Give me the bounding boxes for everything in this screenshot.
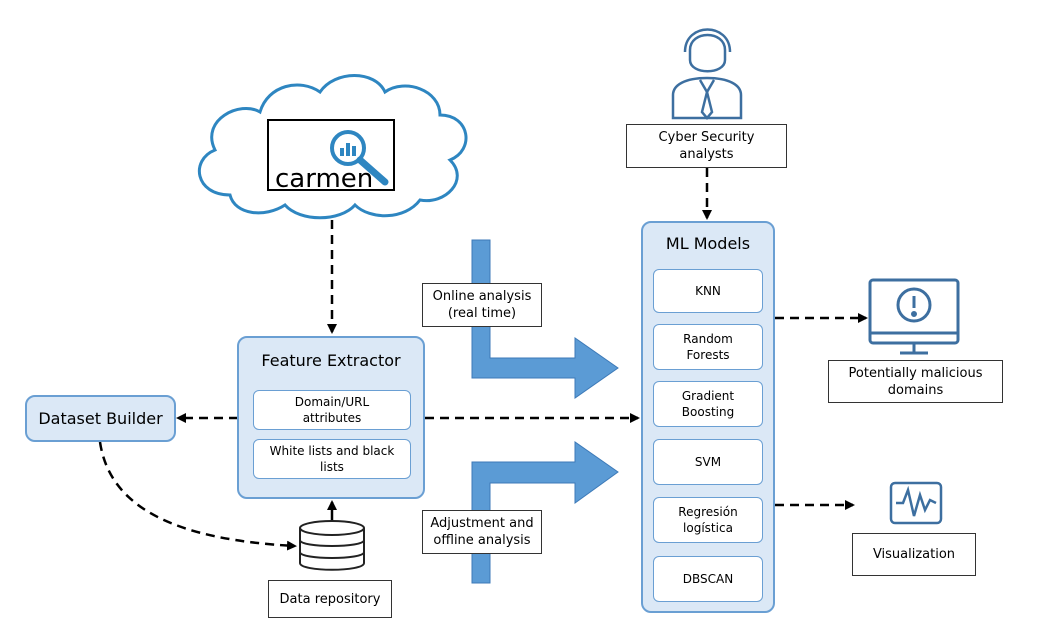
- model-knn: KNN: [653, 269, 763, 313]
- extractor-item-lists: White lists and black lists: [253, 439, 411, 479]
- database-icon: [299, 520, 365, 571]
- feature-extractor-panel: Feature Extractor Domain/URL attributes …: [237, 336, 425, 499]
- data-repository-label: Data repository: [268, 580, 392, 618]
- ml-models-title: ML Models: [665, 234, 751, 253]
- model-random-forests: Random Forests: [653, 324, 763, 370]
- magnifier-chart-icon: [330, 130, 389, 186]
- extractor-item-domain-attributes: Domain/URL attributes: [253, 390, 411, 430]
- online-analysis-label: Online analysis (real time): [422, 283, 542, 327]
- ml-models-panel: ML Models KNN Random Forests Gradient Bo…: [641, 221, 775, 613]
- model-svm: SVM: [653, 439, 763, 485]
- analyst-person-icon: [671, 28, 743, 120]
- carmen-logo-frame: [267, 119, 395, 191]
- malicious-domains-label: Potentially malicious domains: [828, 360, 1003, 403]
- model-logistic-regression: Regresión logística: [653, 497, 763, 543]
- visualization-label: Visualization: [852, 533, 976, 576]
- monitor-alert-icon: [868, 278, 960, 355]
- waveform-icon: [889, 481, 943, 525]
- model-dbscan: DBSCAN: [653, 556, 763, 602]
- offline-analysis-label: Adjustment and offline analysis: [422, 510, 542, 554]
- carmen-logo-text: carmen: [275, 164, 373, 194]
- feature-extractor-title: Feature Extractor: [261, 351, 401, 370]
- analyst-label: Cyber Security analysts: [626, 124, 787, 168]
- model-gradient-boosting: Gradient Boosting: [653, 381, 763, 427]
- dataset-to-repository-arrow: [98, 441, 297, 551]
- dataset-builder: Dataset Builder: [25, 395, 176, 442]
